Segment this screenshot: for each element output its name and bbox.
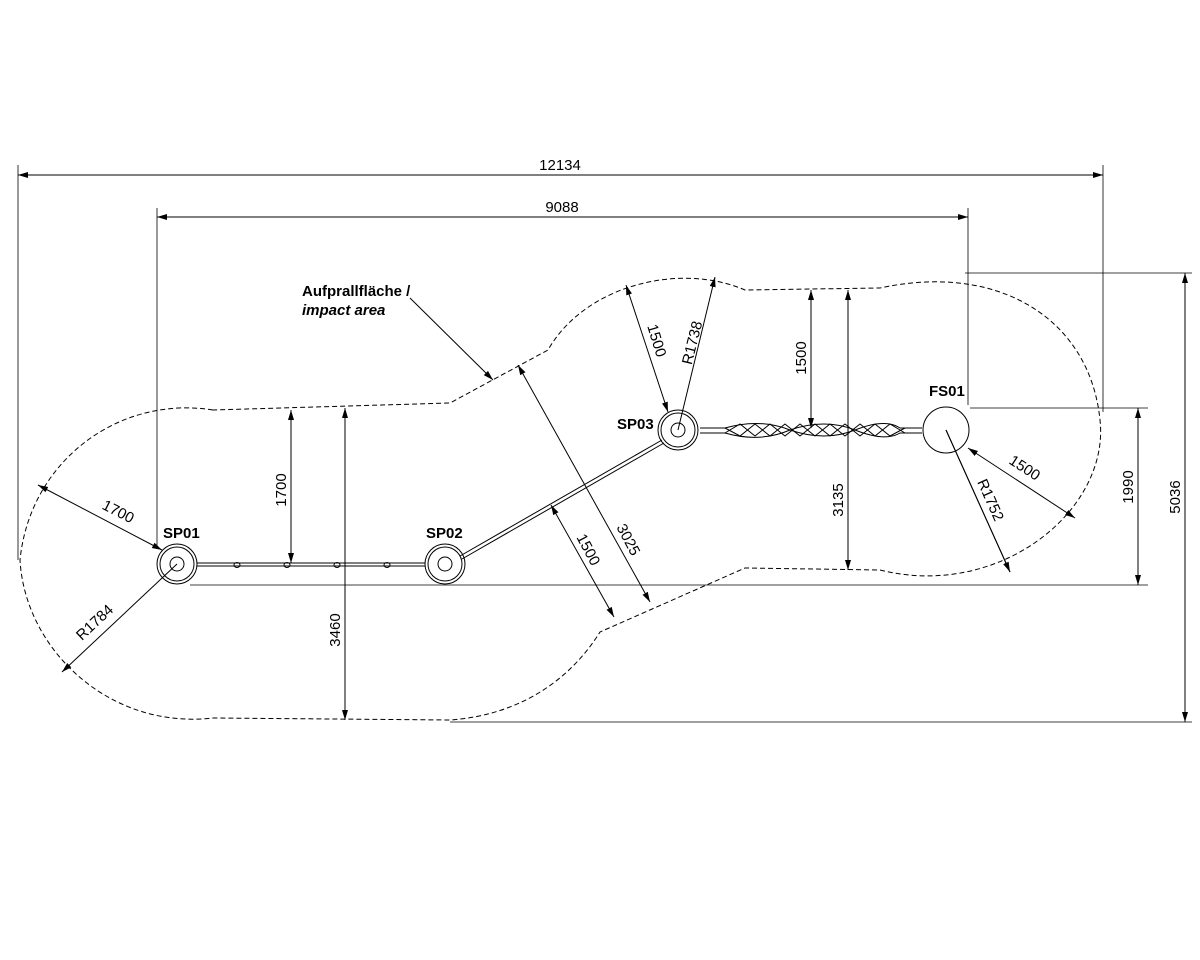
- dim-sp01-side-clear: 1700: [99, 497, 136, 527]
- dim-fs01-radius: R1752: [973, 477, 1007, 524]
- dim-fs01-clear: 1500: [1006, 452, 1043, 484]
- dim-sp03-clear: 1500: [643, 322, 669, 359]
- dim-right-depth: 3135: [830, 483, 847, 516]
- impact-area-label-en: impact area: [302, 302, 385, 319]
- dim-left-depth: 3460: [327, 613, 344, 646]
- dim-sp01-top-clear: 1700: [273, 473, 290, 506]
- dim-offset-right: 1990: [1120, 470, 1137, 503]
- impact-area-label-de: Aufprallfläche /: [302, 283, 411, 300]
- dimension-lines: [18, 172, 1188, 722]
- dim-diag-clear: 1500: [573, 531, 604, 568]
- rope-net-sp03-fs01: [700, 422, 922, 438]
- post-fs01: [922, 406, 970, 454]
- post-label-fs01: FS01: [929, 383, 965, 400]
- post-sp02: [424, 543, 466, 585]
- dim-post-span: 9088: [545, 199, 578, 216]
- rope-sp01-sp02: [197, 562, 425, 568]
- rope-sp02-sp03: [459, 439, 665, 560]
- dim-overall-width: 12134: [539, 157, 581, 174]
- post-label-sp03: SP03: [617, 416, 654, 433]
- dim-sp03-top-clear: 1500: [793, 341, 810, 374]
- impact-area-outline: [19, 277, 1102, 721]
- dim-sp01-radius: R1784: [73, 601, 117, 644]
- dim-diag-depth: 3025: [613, 521, 644, 558]
- dim-sp03-radius: R1738: [679, 319, 706, 366]
- post-label-sp02: SP02: [426, 525, 463, 542]
- post-sp01: [156, 543, 198, 585]
- dim-overall-depth: 5036: [1167, 480, 1184, 513]
- post-label-sp01: SP01: [163, 525, 200, 542]
- post-sp03: [657, 409, 699, 451]
- extension-lines: [17, 165, 1192, 723]
